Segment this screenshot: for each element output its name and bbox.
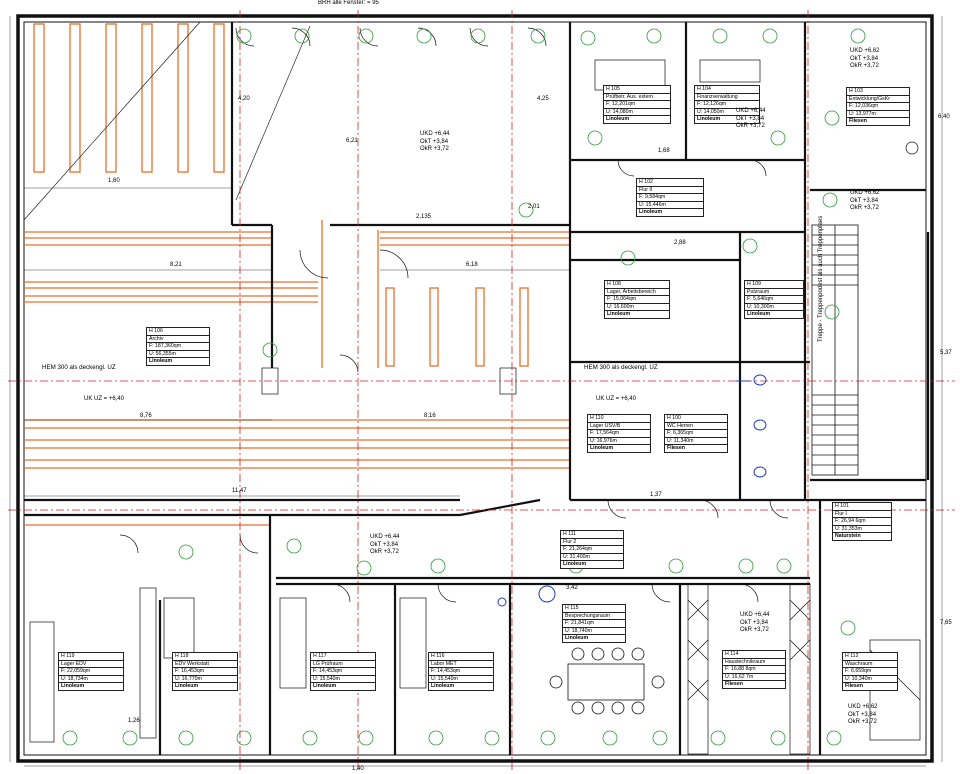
dim-765: 7,65	[940, 620, 952, 626]
uz-level-right: UK UZ = +6,40	[596, 396, 637, 402]
dim-621: 6,21	[346, 138, 358, 144]
door-swings	[119, 27, 789, 603]
window-markers	[62, 28, 866, 746]
uz-level-left: UK UZ = +6,40	[84, 396, 125, 402]
dim-537: 5,37	[940, 350, 952, 356]
dim-618: 6,18	[466, 262, 478, 268]
furniture	[29, 59, 921, 743]
dimension-lines	[9, 16, 943, 767]
axis-lines	[8, 10, 955, 770]
dim-425: 4,25	[537, 96, 549, 102]
exterior-wall-inner	[23, 21, 927, 756]
dim-168: 1,68	[658, 148, 670, 154]
dim-2135: 2,135	[416, 214, 432, 220]
exterior-walls	[16, 14, 934, 763]
conference-table	[549, 647, 665, 715]
dim-640: 6,40	[938, 114, 950, 120]
archive-diagonals	[23, 21, 311, 221]
dim-288: 2,88	[674, 240, 686, 246]
beam-label-left: HEM 300 als deckengl. UZ	[42, 364, 116, 371]
archive-shelving	[24, 23, 570, 526]
dim-816: 8,16	[424, 413, 436, 419]
dim-1147: 11,47	[232, 488, 247, 494]
dim-140: 1,40	[352, 766, 364, 772]
dim-420: 4,20	[238, 96, 250, 102]
dim-126: 1,26	[128, 718, 140, 724]
dim-821: 8,21	[170, 262, 182, 268]
staircase	[811, 224, 859, 476]
dim-342: 3,42	[566, 585, 578, 591]
hatched-shafts	[261, 367, 811, 755]
window-sill-note: BRH alle Fenster: = 95	[318, 0, 379, 6]
dim-160: 1,60	[108, 178, 120, 184]
interior-walls	[24, 22, 930, 755]
dim-876: 8,76	[140, 413, 152, 419]
dim-201: 2,01	[528, 204, 540, 210]
fixture-symbols	[497, 374, 767, 607]
beam-label-right: HEM 300 als deckengl. UZ	[584, 364, 658, 371]
stair-label: Treppe - Treppenpodest als auch Treppenp…	[818, 215, 824, 342]
dim-137: 1,37	[650, 492, 662, 498]
